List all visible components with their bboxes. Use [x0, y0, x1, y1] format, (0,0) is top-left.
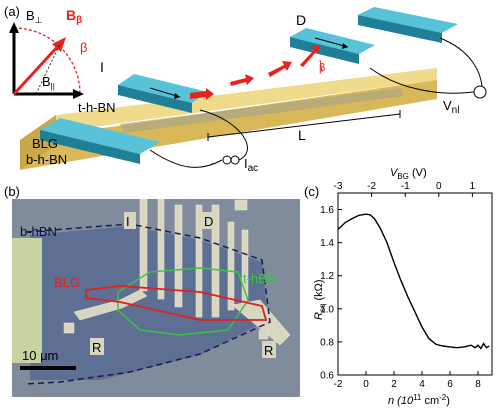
top-tick-label: -2 [367, 181, 376, 192]
substrate-top-face [20, 68, 437, 140]
spin-arrow-3 [268, 61, 292, 77]
contact-left [40, 118, 160, 164]
voltmeter [473, 85, 487, 99]
bond-pad-right [258, 329, 269, 340]
electrode-fingers [63, 198, 291, 346]
contact-r-right-box [262, 341, 276, 358]
panel-a-label: (a) [4, 4, 20, 19]
scale-bar-label: 10 μm [22, 348, 58, 363]
electrode-4 [195, 204, 203, 318]
b-beta-label: Bβ [66, 7, 82, 26]
ac-current-label: Iac [244, 156, 258, 174]
electrode-1 [139, 198, 148, 292]
blg-outline [85, 285, 268, 321]
bottom-hbn-flake [30, 226, 268, 380]
resistance-curve [337, 213, 490, 350]
electrode-left-r [73, 289, 148, 321]
top-tick-label: 0 [436, 181, 442, 192]
electrode-6 [227, 221, 235, 311]
y-ticks: 0.6 0.8 1.0 1.2 1.4 1.6 [320, 205, 342, 382]
resistance-chart: -2 0 2 4 6 8 0.6 0.8 1.0 1.2 1.4 1.6 -3 -2 -1 0 1 n (1… [313, 167, 493, 407]
bond-pad-left [63, 322, 75, 334]
plot-frame [337, 192, 493, 376]
projection-line [35, 43, 61, 95]
spin-arrow-1 [190, 88, 214, 100]
field-vector-diagram: B⊥ Bβ β B|| [9, 7, 87, 99]
top-ticks: -3 -2 -1 0 1 [334, 181, 476, 197]
current-label: I [100, 59, 104, 75]
length-label: L [298, 127, 306, 143]
contact-i-box [124, 212, 136, 229]
contact-right [358, 7, 458, 43]
x-tick-label: 4 [419, 379, 425, 390]
b-perp-label: B⊥ [26, 8, 43, 25]
spin-arrows [190, 45, 320, 100]
x-ticks: -2 0 2 4 6 8 [334, 371, 481, 390]
wire-ac-right [199, 109, 248, 161]
contact-d-box [202, 212, 216, 229]
x-tick-label: 6 [447, 379, 453, 390]
b-hbn-label: b-hBN [20, 224, 57, 239]
contact-d-label: D [204, 214, 213, 229]
beta-inner-label: β [319, 62, 325, 74]
x-tick-label: 2 [391, 379, 397, 390]
ac-source-2 [230, 155, 240, 165]
contact-r-left-label: R [92, 340, 101, 355]
x-axis-label: n (1011 cm-2) [388, 393, 450, 407]
electrode-3 [174, 204, 183, 308]
wire-vnl-right [439, 37, 483, 87]
y-tick-label: 1.4 [320, 238, 334, 249]
electrode-5 [211, 204, 220, 318]
y-tick-label: 1.2 [320, 271, 334, 282]
wire-ac-left [149, 149, 223, 168]
bottom-hbn-outline [25, 223, 271, 385]
top-axis-label: VBG (V) [390, 167, 427, 181]
b-beta-vector [12, 42, 62, 96]
scale-bar [20, 366, 76, 370]
top-tick-label: -3 [334, 181, 343, 192]
detector-label: D [296, 12, 306, 28]
wire-vnl-left [369, 67, 475, 94]
x-tick-label: -2 [334, 379, 343, 390]
spin-arrow-4 [300, 45, 320, 67]
bilayer-stripe [120, 88, 404, 133]
t-hbn-label: t-hBN [243, 271, 276, 286]
x-tick-label: 8 [475, 379, 481, 390]
top-tick-label: -1 [401, 181, 410, 192]
micrograph [12, 198, 300, 397]
contact-r-right-label: R [264, 343, 273, 358]
top-hbn-label: t-h-BN [78, 100, 116, 115]
beta-marker [319, 59, 323, 73]
y-tick-label: 1.0 [320, 304, 334, 315]
current-arrow-detector [314, 37, 349, 48]
panel-c-label: (c) [304, 184, 319, 199]
contact-detector [290, 28, 375, 64]
bilayer-label: BLG [32, 136, 58, 151]
bright-flake-region [12, 238, 42, 363]
contact-injector [118, 74, 208, 113]
y-tick-label: 0.6 [320, 371, 334, 382]
spin-arrow-2 [230, 74, 254, 86]
panel-b-label: (b) [4, 184, 20, 199]
top-tick-label: 1 [470, 181, 476, 192]
top-hbn-outline [117, 267, 249, 336]
y-tick-label: 1.6 [320, 205, 334, 216]
bond-pad-top [234, 199, 248, 211]
electrode-2 [157, 198, 165, 300]
vnl-label: Vnl [443, 98, 459, 116]
bottom-hbn-label: b-h-BN [26, 152, 67, 167]
ac-source-1 [222, 155, 232, 165]
y-axis-label: Rsq (kΩ) [313, 279, 327, 320]
contact-r-left-box [90, 338, 104, 355]
y-tick-label: 0.8 [320, 337, 334, 348]
length-line [207, 113, 401, 138]
b-par-label: B|| [42, 74, 55, 91]
blg-flake-label: BLG [54, 275, 80, 290]
contact-i-label: I [126, 214, 130, 229]
beta-label: β [80, 40, 87, 55]
x-tick-label: 0 [363, 379, 369, 390]
